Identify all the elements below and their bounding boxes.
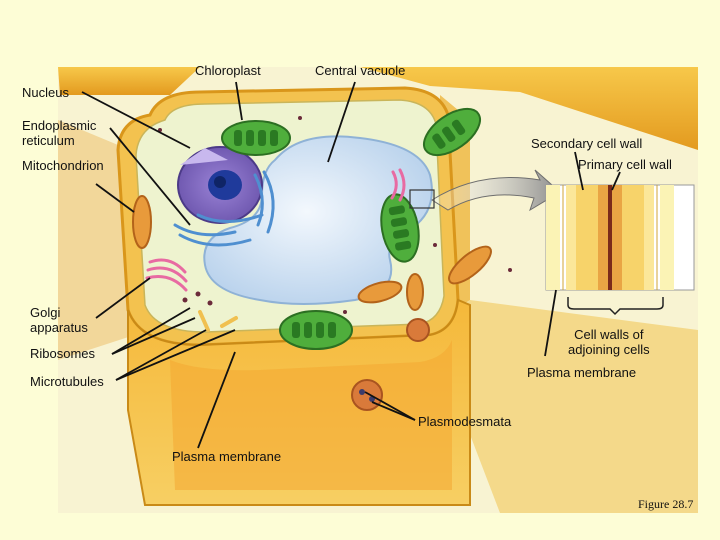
leader-nucleus: [81, 91, 191, 149]
chloroplast-upper-right: [423, 107, 481, 157]
mitochondrion-edge: [406, 273, 424, 311]
chloroplast-bottom: [279, 310, 353, 350]
leader-central-vacuole: [327, 81, 356, 163]
leader-plasma-membrane-bottom: [197, 351, 236, 449]
leader-er: [109, 127, 191, 226]
mitochondrion-left: [132, 195, 152, 249]
zoom-source-box: [409, 189, 435, 209]
leader-primary-wall: [611, 171, 621, 191]
leader-secondary-wall: [574, 151, 584, 191]
leader-microtubules-2: [115, 329, 236, 381]
leader-chloroplast: [235, 81, 243, 121]
leader-ribosomes-1: [111, 307, 191, 355]
leader-plasmodesmata-1: [364, 391, 416, 421]
mitochondrion-lower: [357, 280, 403, 304]
golgi-apparatus: [145, 168, 406, 292]
endoplasmic-reticulum: [173, 170, 275, 247]
cell-wall-detail: [545, 184, 695, 291]
label-plasma-membrane-bottom: Plasma membrane: [172, 449, 282, 464]
central-vacuole: [203, 135, 433, 305]
leader-golgi: [95, 277, 151, 319]
leader-plasmodesmata-2: [371, 401, 416, 421]
chloroplast-top: [221, 120, 291, 156]
leader-ribosomes-2: [111, 317, 196, 355]
label-microtubules: Microtubules: [30, 374, 104, 389]
mitochondria: [132, 195, 492, 311]
ribosomes: [158, 116, 512, 314]
label-golgi-apparatus: Golgi apparatus: [30, 305, 88, 335]
leader-plasma-membrane-right: [544, 289, 557, 357]
label-nucleus: Nucleus: [22, 85, 69, 100]
label-endoplasmic-reticulum: Endoplasmic reticulum: [22, 118, 97, 148]
label-cell-walls-adjoining: Cell walls of adjoining cells: [568, 327, 650, 357]
label-secondary-cell-wall: Secondary cell wall: [531, 136, 643, 151]
microtubules: [198, 310, 238, 332]
cell-front-face: [127, 298, 471, 506]
chloroplast-right: [380, 193, 420, 263]
leader-lines: [81, 81, 621, 449]
adjoining-cells-bracket: [567, 297, 664, 316]
label-chloroplast: Chloroplast: [195, 63, 261, 78]
label-primary-cell-wall: Primary cell wall: [578, 157, 672, 172]
nucleus: [177, 146, 263, 224]
mitochondrion-right: [448, 245, 492, 285]
label-plasmodesmata: Plasmodesmata: [418, 414, 512, 429]
label-plasma-membrane-right: Plasma membrane: [527, 365, 637, 380]
leader-mitochondrion: [95, 183, 135, 213]
label-ribosomes: Ribosomes: [30, 346, 96, 361]
figure-caption: Figure 28.7: [638, 497, 694, 511]
label-central-vacuole: Central vacuole: [315, 63, 406, 78]
label-mitochondrion: Mitochondrion: [22, 158, 104, 173]
chloroplasts: [221, 107, 481, 350]
leader-microtubules-1: [115, 329, 207, 381]
